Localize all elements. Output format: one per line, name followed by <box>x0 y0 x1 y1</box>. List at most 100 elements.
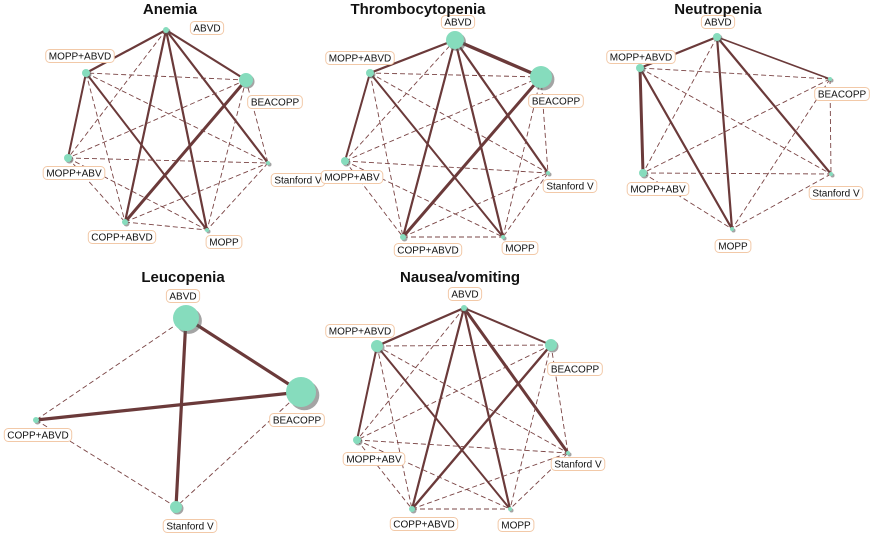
edge-abvd-stanfordv <box>174 316 188 509</box>
panel-anemia: ABVD BEACOPP Stanford V MOPP COPP+ABVD MOPP+A… <box>42 1 326 249</box>
edge-abvd-beacopp <box>716 36 831 80</box>
edge-abvd-moppabvd <box>375 306 466 348</box>
edge-moppabvd-moppabv <box>344 72 371 162</box>
node-label-text: Stanford V <box>554 460 602 471</box>
node-label-beacopp: BEACOPP <box>247 95 303 109</box>
node-label-moppabv: MOPP+ABV <box>626 182 690 196</box>
node-label-box <box>389 517 459 531</box>
edge-beacopp-stanfordv <box>245 79 269 164</box>
labels: ABVD BEACOPP Stanford V MOPP COPP+ABVD MOPP+A… <box>42 21 326 249</box>
edge-beacopp-stanfordv <box>550 344 569 454</box>
node-label-text: COPP+ABVD <box>7 431 68 442</box>
node-moppabv <box>341 157 349 165</box>
node-label-moppabv: MOPP+ABV <box>342 452 406 466</box>
node-label-box <box>87 230 157 244</box>
edge-beacopp-mopp <box>206 79 247 231</box>
node-label-beacopp: BEACOPP <box>814 87 870 101</box>
edge-beacopp-coppabvd <box>401 75 543 239</box>
node-label-text: MOPP <box>209 238 239 249</box>
edge-beacopp-moppabvd <box>639 67 831 80</box>
edge-abvd-mopp <box>462 306 512 511</box>
node-moppabvd <box>636 64 644 72</box>
edge-abvd-moppabv <box>67 29 167 159</box>
edge-moppabvd-stanfordv <box>376 345 569 454</box>
node-label-box <box>547 362 603 376</box>
node-label-text: Stanford V <box>274 176 322 187</box>
node-label-text: BEACOPP <box>532 97 581 108</box>
edge-beacopp-coppabvd <box>410 343 553 511</box>
edge-coppabvd-mopp <box>124 221 208 231</box>
node-label-mopp: MOPP <box>497 518 535 532</box>
node-label-abvd: ABVD <box>440 15 476 29</box>
node-label-box <box>42 166 106 180</box>
node-label-abvd: ABVD <box>189 21 225 35</box>
node-label-mopp: MOPP <box>205 235 243 249</box>
edge-beacopp-stanfordv <box>540 76 549 174</box>
node-label-beacopp: BEACOPP <box>528 94 584 108</box>
edge-coppabvd-stanfordv <box>124 162 269 223</box>
node-label-moppabv: MOPP+ABV <box>320 170 384 184</box>
node-label-box <box>606 50 676 64</box>
node-label-mopp: MOPP <box>714 239 752 253</box>
edge-beacopp-coppabvd <box>34 390 303 422</box>
edge-abvd-moppabv <box>356 307 465 441</box>
edge-abvd-beacopp <box>463 307 552 346</box>
node-mopp <box>501 235 505 239</box>
edge-moppabv-mopp <box>642 172 733 230</box>
node-abvd <box>173 305 199 331</box>
node-moppabv <box>353 436 361 444</box>
edge-abvd-beacopp <box>453 38 543 79</box>
node-beacopp <box>286 377 316 407</box>
edge-moppabvd-stanfordv <box>85 72 269 164</box>
node-coppabvd <box>122 219 128 225</box>
node-label-box <box>320 170 384 184</box>
node-coppabvd <box>409 506 415 512</box>
edge-moppabvd-stanfordv <box>639 67 832 175</box>
edge-abvd-mopp <box>164 28 209 232</box>
edge-abvd-stanfordv <box>715 35 833 176</box>
edge-moppabvd-mopp <box>85 72 208 231</box>
node-stanfordv <box>266 161 270 165</box>
node-moppabv <box>639 169 647 177</box>
edge-abvd-mopp <box>715 35 734 231</box>
node-label-moppabvd: MOPP+ABVD <box>606 50 676 64</box>
edge-moppabvd-moppabv <box>356 345 378 441</box>
node-label-box <box>714 239 752 253</box>
node-label-text: Stanford V <box>546 182 594 193</box>
edge-abvd-coppabvd <box>123 28 168 224</box>
edge-stanfordv-mopp <box>509 452 569 510</box>
nodes <box>64 27 272 234</box>
node-label-text: ABVD <box>193 24 220 35</box>
node-label-text: BEACOPP <box>251 98 300 109</box>
node-label-box <box>3 428 73 442</box>
node-label-coppabvd: COPP+ABVD <box>393 243 463 257</box>
node-label-box <box>325 51 395 65</box>
node-label-box <box>162 519 218 533</box>
node-label-moppabv: MOPP+ABV <box>42 166 106 180</box>
node-label-abvd: ABVD <box>447 287 483 301</box>
node-label-coppabvd: COPP+ABVD <box>87 230 157 244</box>
node-label-text: MOPP+ABV <box>324 173 380 184</box>
node-label-text: ABVD <box>704 18 731 29</box>
edge-moppabv-stanfordv <box>642 172 832 175</box>
node-label-text: MOPP+ABVD <box>49 52 112 63</box>
edge-beacopp-moppabv <box>344 76 542 162</box>
node-label-box <box>528 94 584 108</box>
edge-abvd-moppabv <box>642 36 718 174</box>
node-label-box <box>700 15 736 29</box>
node-label-moppabvd: MOPP+ABVD <box>325 324 395 338</box>
edge-abvd-beacopp <box>184 316 303 394</box>
node-label-beacopp: BEACOPP <box>547 362 603 376</box>
node-label-abvd: ABVD <box>700 15 736 29</box>
node-label-text: COPP+ABVD <box>397 246 458 257</box>
node-label-stanfordv: Stanford V <box>542 179 598 193</box>
node-label-text: MOPP+ABVD <box>610 53 673 64</box>
node-label-stanfordv: Stanford V <box>162 519 218 533</box>
nodes <box>636 33 835 233</box>
edges <box>638 35 833 231</box>
node-label-stanfordv: Stanford V <box>550 457 606 471</box>
node-label-text: ABVD <box>444 18 471 29</box>
edge-beacopp-moppabvd <box>369 72 542 78</box>
